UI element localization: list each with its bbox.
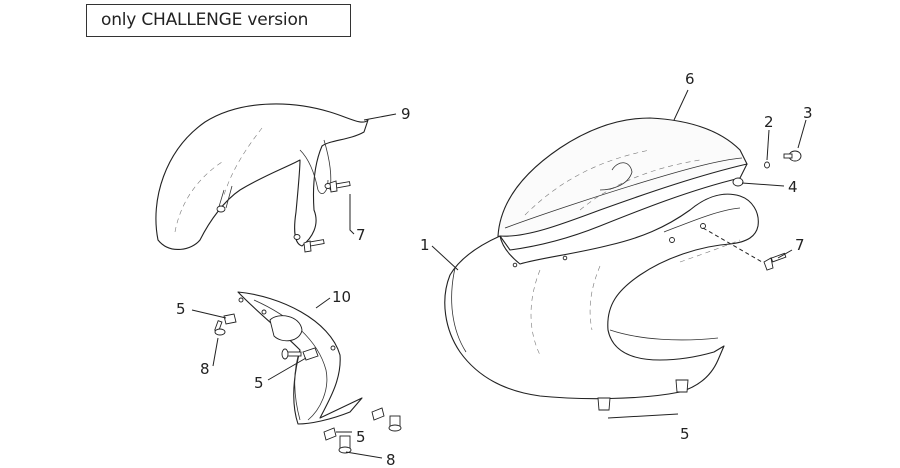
callout-5a: 5 <box>176 300 186 318</box>
callout-7b: 7 <box>795 236 805 254</box>
panel-screw-upper <box>214 320 226 336</box>
leader-3 <box>797 119 807 149</box>
panel-clip-mid <box>302 347 319 361</box>
grommet-part-4 <box>732 177 744 187</box>
leader-5b <box>267 357 307 381</box>
panel-clip-lower <box>323 407 385 441</box>
callout-6: 6 <box>685 70 695 88</box>
leader-4 <box>741 182 785 187</box>
leader-lines <box>191 89 807 459</box>
leader-7a <box>349 194 355 235</box>
rivet-part-3 <box>783 150 802 162</box>
callout-4: 4 <box>788 178 798 196</box>
leader-5d <box>607 413 679 419</box>
callout-10: 10 <box>332 288 351 306</box>
panel-clip-upper <box>223 313 237 325</box>
washer-part-2 <box>764 161 770 169</box>
mudguard-screw-upper <box>329 180 351 193</box>
leader-6 <box>673 89 689 121</box>
leader-10 <box>315 297 331 309</box>
callout-2: 2 <box>764 113 774 131</box>
callout-8a: 8 <box>200 360 210 378</box>
callout-5c: 5 <box>356 428 366 446</box>
callout-7a: 7 <box>356 226 366 244</box>
panel-screw-mid <box>281 348 302 360</box>
leader-8b <box>345 451 383 459</box>
leader-2 <box>766 129 770 161</box>
leader-7b <box>777 249 793 259</box>
leader-7b-dash <box>702 227 763 263</box>
mudguard-screw-lower <box>303 239 325 253</box>
callout-5b: 5 <box>254 374 264 392</box>
leader-9 <box>363 113 397 121</box>
callout-9: 9 <box>401 105 411 123</box>
callout-8b: 8 <box>386 451 396 468</box>
callout-1: 1 <box>420 236 430 254</box>
leader-1 <box>431 245 459 271</box>
callout-3: 3 <box>803 104 813 122</box>
leader-5a <box>191 309 227 319</box>
callout-labels: 6 2 3 9 4 7 1 7 5 10 8 5 5 5 8 <box>176 70 813 468</box>
front-fairing <box>444 163 759 411</box>
panel-screw-lower <box>338 415 402 454</box>
inner-panel <box>237 291 363 425</box>
leader-8a <box>212 337 219 367</box>
front-mudguard <box>155 103 369 250</box>
challenge-version-note: only CHALLENGE version <box>86 4 351 37</box>
callout-5d: 5 <box>680 425 690 443</box>
